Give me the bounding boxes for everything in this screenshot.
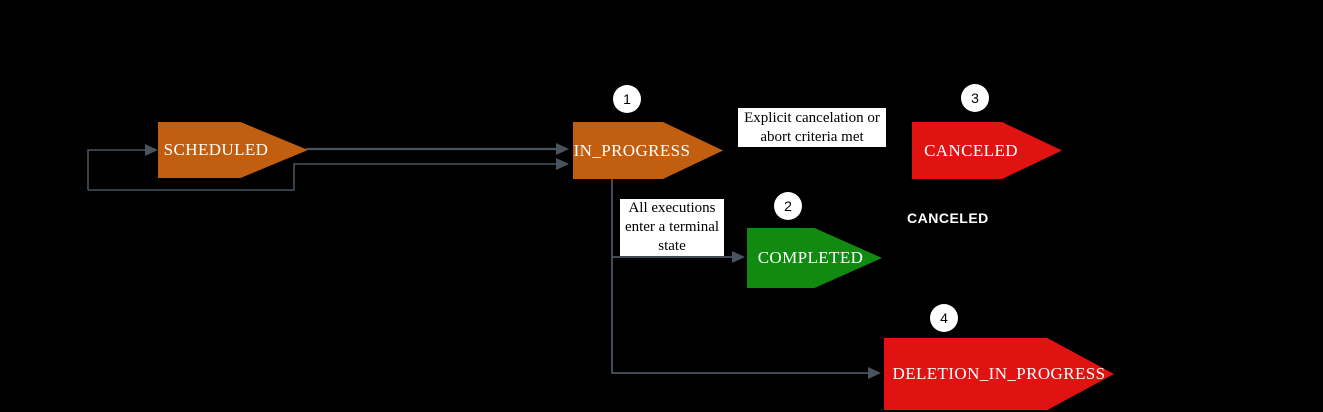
edge-loop-into-in-progress [88, 158, 569, 191]
node-deletion-in-progress-label: DELETION_IN_PROGRESS [892, 364, 1106, 383]
node-scheduled-label: SCHEDULED [163, 140, 269, 159]
node-in-progress-label: IN_PROGRESS [573, 140, 691, 160]
canceled-caption: CANCELED [907, 210, 989, 226]
node-completed-label: COMPLETED [757, 248, 864, 267]
step-badge-3: 3 [961, 84, 989, 112]
edge-loop-into-scheduled [87, 144, 158, 190]
edge-label-cancel-reason: Explicit cancelation or abort criteria m… [738, 108, 886, 147]
edge-label-terminal-reason: All executions enter a terminal state [620, 199, 724, 256]
step-badge-1: 1 [613, 85, 641, 113]
step-badge-4: 4 [930, 304, 958, 332]
edge-in-progress-to-deletion [611, 257, 881, 379]
step-badge-2: 2 [774, 192, 802, 220]
node-canceled-label: CANCELED [924, 140, 1018, 160]
